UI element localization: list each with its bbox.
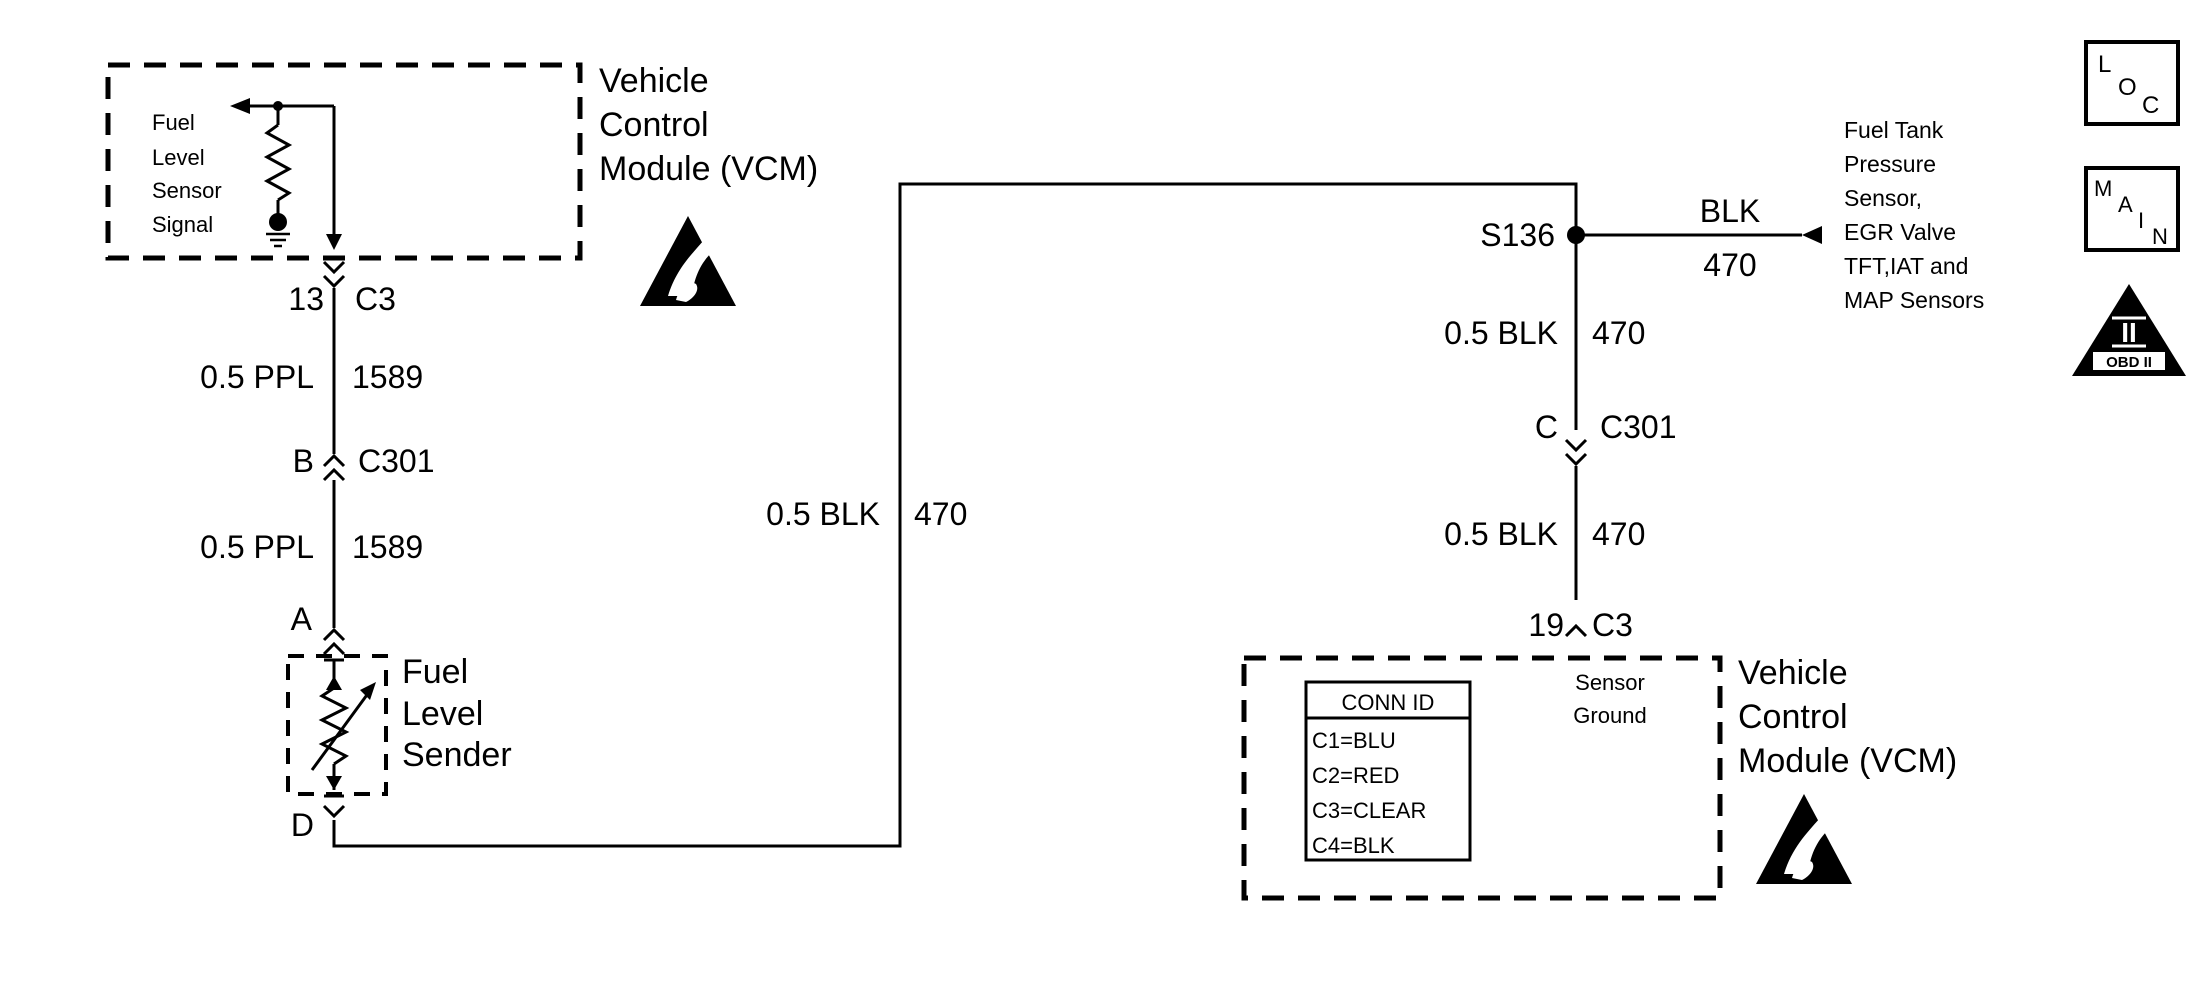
svg-text:II: II [2121, 317, 2137, 348]
pin-c: C [1535, 409, 1558, 445]
internal-ground-icon [266, 232, 290, 248]
right-wire2-circuit: 470 [1592, 516, 1645, 552]
conn-id-row-1: C1=BLU [1312, 728, 1396, 753]
left-wire1-color: 0.5 PPL [200, 359, 314, 395]
vcm-top-box [105, 62, 583, 261]
svg-text:L: L [2098, 51, 2111, 78]
svg-text:M: M [2094, 176, 2112, 201]
conn-id-header: CONN ID [1342, 690, 1435, 715]
conn-c301-left-label: C301 [358, 443, 435, 479]
left-wire [332, 182, 1578, 848]
conn-id-row-2: C2=RED [1312, 763, 1399, 788]
fuel-signal-line4: Signal [152, 212, 213, 237]
middle-wire-color: 0.5 BLK [766, 496, 880, 532]
svg-text:C: C [2142, 92, 2159, 119]
signal-arrow-down [326, 234, 342, 250]
sensor-ground-line1: Sensor [1575, 670, 1645, 695]
fuel-signal-line2: Level [152, 145, 205, 170]
sender-box [286, 654, 388, 796]
sensor-ground-line2: Ground [1573, 703, 1646, 728]
pullup-junction-dot [273, 101, 283, 111]
svg-text:O: O [2118, 74, 2137, 101]
connector-c3-bottom [1564, 623, 1588, 638]
vcm-bottom-title-line3: Module (VCM) [1738, 742, 1957, 780]
branch-circuit: 470 [1703, 247, 1756, 283]
obd-ii-icon[interactable]: II OBD II [2072, 284, 2186, 376]
fuel-signal-line1: Fuel [152, 110, 195, 135]
conn-c3-bottom-label: C3 [1592, 607, 1633, 643]
branch-dest-line4: EGR Valve [1844, 219, 1956, 245]
loc-icon[interactable]: L O C [2084, 40, 2180, 126]
signal-arrow-left [230, 98, 250, 114]
connector-c301-right [1564, 438, 1588, 467]
branch-dest-line3: Sensor, [1844, 185, 1922, 211]
branch-dest-line6: MAP Sensors [1844, 287, 1984, 313]
middle-wire-circuit: 470 [914, 496, 967, 532]
svg-text:OBD II: OBD II [2106, 354, 2152, 371]
branch-dest-line1: Fuel Tank [1844, 117, 1944, 143]
pin-b: B [293, 443, 314, 479]
connector-sender-d [322, 794, 346, 819]
vcm-top-title-line1: Vehicle [599, 62, 709, 100]
variable-resistor-arrow [360, 682, 376, 700]
conn-c301-right-label: C301 [1600, 409, 1677, 445]
branch-dest-line5: TFT,IAT and [1844, 253, 1968, 279]
left-wire2-color: 0.5 PPL [200, 529, 314, 565]
fuel-signal-line3: Sensor [152, 178, 222, 203]
conn-c3-top-label: C3 [355, 281, 396, 317]
internal-ground-node [269, 213, 287, 231]
pin-a: A [291, 601, 313, 637]
splice-s136-label: S136 [1480, 217, 1555, 253]
conn-id-row-4: C4=BLK [1312, 833, 1395, 858]
sender-arrow-up [326, 676, 342, 690]
vcm-bottom-box [1241, 655, 1723, 901]
svg-text:I: I [2138, 208, 2144, 233]
vcm-top-title-line2: Control [599, 106, 709, 144]
pin-d: D [291, 807, 314, 843]
svg-text:N: N [2152, 224, 2168, 249]
connector-c301-left [322, 453, 346, 482]
right-wire1-circuit: 470 [1592, 315, 1645, 351]
right-wire1-color: 0.5 BLK [1444, 315, 1558, 351]
left-wire1-circuit: 1589 [352, 359, 423, 395]
conn-id-row-3: C3=CLEAR [1312, 798, 1426, 823]
sender-label-line3: Sender [402, 736, 512, 774]
pin-13: 13 [288, 281, 324, 317]
svg-text:A: A [2118, 192, 2133, 217]
esd-warning-icon-bottom [1756, 794, 1852, 884]
variable-resistor-icon [310, 660, 374, 790]
left-wire2-circuit: 1589 [352, 529, 423, 565]
branch-arrow [1802, 226, 1822, 244]
connector-c3-top [322, 260, 346, 289]
conn-id-table: CONN ID C1=BLU C2=RED C3=CLEAR C4=BLK [1304, 680, 1472, 862]
pullup-resistor-circuit [246, 104, 336, 242]
right-wire2-color: 0.5 BLK [1444, 516, 1558, 552]
vcm-bottom-title-line2: Control [1738, 698, 1848, 736]
branch-dest-line2: Pressure [1844, 151, 1936, 177]
vcm-bottom-title-line1: Vehicle [1738, 654, 1848, 692]
pin-19: 19 [1528, 607, 1564, 643]
sender-label-line2: Level [402, 695, 483, 733]
branch-color: BLK [1700, 193, 1760, 229]
main-icon[interactable]: M A I N [2084, 166, 2180, 252]
sender-arrow-down [326, 776, 342, 790]
sender-label-line1: Fuel [402, 653, 468, 691]
vcm-top-title-line3: Module (VCM) [599, 150, 818, 188]
esd-warning-icon-top [640, 216, 736, 306]
